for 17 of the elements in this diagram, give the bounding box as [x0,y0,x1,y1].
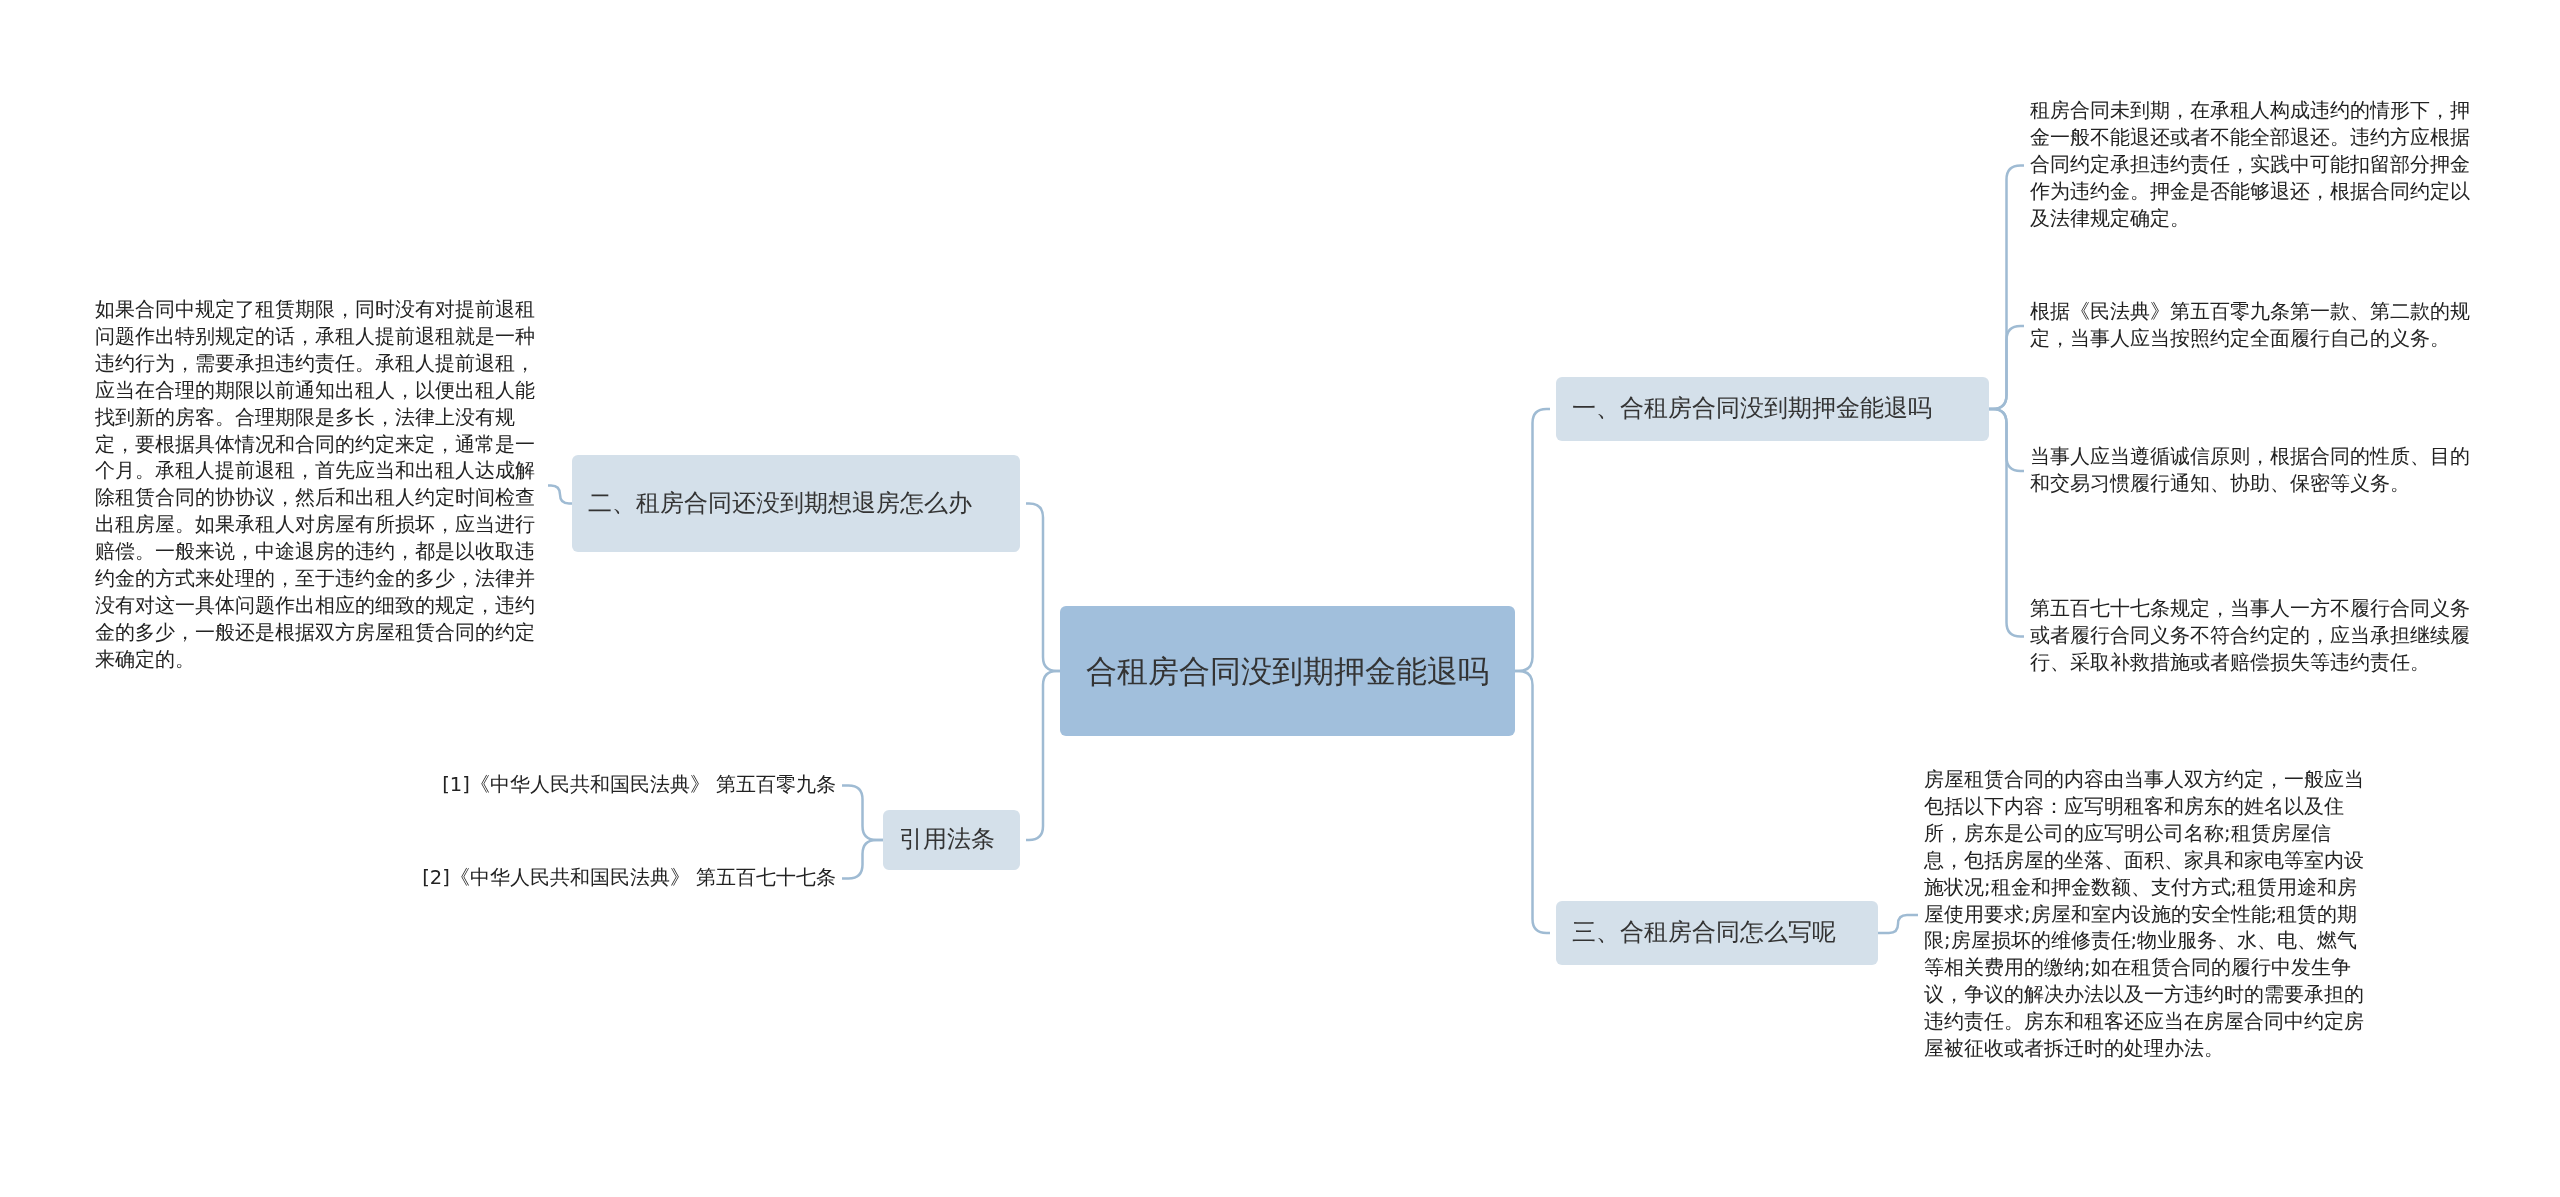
note-text: [2]《中华人民共和国民法典》 第五百七十七条 [400,865,836,892]
topic-box: 二、租房合同还没到期想退房怎么办 [572,455,1020,552]
topic-box: 一、合租房合同没到期押金能退吗 [1556,377,1989,441]
topic-box: 三、合租房合同怎么写呢 [1556,901,1878,965]
topic-box: 引用法条 [883,810,1020,870]
note-text: 如果合同中规定了租赁期限，同时没有对提前退租问题作出特别规定的话，承租人提前退租就是一种违约行为，需要承担违约责任。承租人提前退租，应当在合理的期限以前通知出租人，以便出租人能找到新的房客。合理期限是多长，法律上没有规定，要根据具体情况和合同的约定来定，通常是一个月。承租人提前退租，首先应当和出租人达成解除租赁合同的协协议，然后和出租人约定时间检查出租房屋。如果承租人对房屋有所损坏，应当进行赔偿。一般来说，中途退房的违约，都是以收取违约金的方式来处理的，至于违约金的多少，法律并没有对这一具体问题作出相应的细致的规定，违约金的多少，一般还是根据双方房屋租赁合同的约定来确定的。 [95,297,542,674]
note-text: 根据《民法典》第五百零九条第一款、第二款的规定，当事人应当按照约定全面履行自己的义务。 [2030,299,2470,353]
note-text: 第五百七十七条规定，当事人一方不履行合同义务或者履行合同义务不符合约定的，应当承担继续履行、采取补救措施或者赔偿损失等违约责任。 [2030,596,2470,677]
connector-line [1026,669,1060,842]
note-text: 当事人应当遵循诚信原则，根据合同的性质、目的和交易习惯履行通知、协助、保密等义务。 [2030,444,2470,498]
central-topic-box: 合租房合同没到期押金能退吗 [1060,606,1515,736]
connector-line [1878,913,1918,935]
connector-line [548,484,572,505]
note-text: 房屋租赁合同的内容由当事人双方约定，一般应当包括以下内容：应写明租客和房东的姓名以及住所，房东是公司的应写明公司名称;租赁房屋信息，包括房屋的坐落、面积、家具和家电等室内设施状况;租金和押金数额、支付方式;租赁用途和房屋使用要求;房屋和室内设施的安全性能;租赁的期限;房屋损坏的维修责任;物业服务、水、电、燃气等相关费用的缴纳;如在租赁合同的履行中发生争议，争议的解决办法以及一方违约时的需要承担的违约责任。房东和租客还应当在房屋合同中约定房屋被征收或者拆迁时的处理办法。 [1924,767,2364,1063]
note-text: [1]《中华人民共和国民法典》 第五百零九条 [400,772,836,799]
connector-line [842,838,883,880]
note-text: 租房合同未到期，在承租人构成违约的情形下，押金一般不能退还或者不能全部退还。违约方应根据合同约定承担违约责任，实践中可能扣留部分押金作为违约金。押金是否能够退还，根据合同约定以及法律规定确定。 [2030,98,2470,233]
